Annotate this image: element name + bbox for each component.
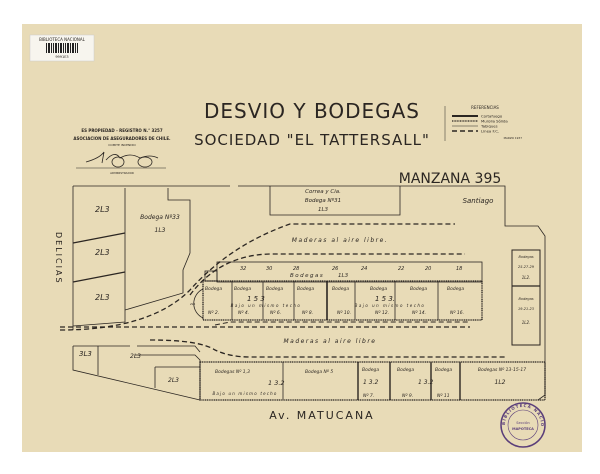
svg-text:REFERENCIAS: REFERENCIAS <box>471 105 499 110</box>
svg-text:1 5 3.: 1 5 3. <box>375 295 395 303</box>
svg-text:Nº 16.: Nº 16. <box>450 310 464 316</box>
svg-text:BIBLIOTECA NACIONAL: BIBLIOTECA NACIONAL <box>39 37 86 42</box>
svg-text:30: 30 <box>266 266 272 272</box>
svg-text:Maderas al aire libre: Maderas al aire libre <box>284 338 377 345</box>
svg-text:1L3: 1L3 <box>318 207 329 213</box>
upper-row-numbers: 32 30 28 26 24 22 20 18 <box>240 266 462 272</box>
svg-text:Nº 4.: Nº 4. <box>238 310 249 316</box>
svg-text:Bodega: Bodega <box>266 286 283 292</box>
svg-text:Nº 6.: Nº 6. <box>270 310 281 316</box>
svg-text:1 5 3: 1 5 3 <box>247 295 265 303</box>
svg-text:Bajo un mismo techo: Bajo un mismo techo <box>231 303 302 308</box>
svg-text:Bodega: Bodega <box>234 286 251 292</box>
bodega-cell-numbers: Nº 2. Nº 4. Nº 6. Nº 8. Nº 10. Nº 12. Nº… <box>208 310 464 316</box>
paper <box>22 24 582 452</box>
plan-labels: 2L3 2L3 2L3 Bodega Nº33 1L3 Correa y Cia… <box>79 189 535 399</box>
svg-text:Bajo un mismo techo: Bajo un mismo techo <box>355 303 426 308</box>
svg-text:25-27-29: 25-27-29 <box>518 265 535 269</box>
svg-text:Bodega Nº31: Bodega Nº31 <box>305 197 341 204</box>
svg-text:1L2: 1L2 <box>495 379 506 386</box>
svg-text:2L3: 2L3 <box>95 293 110 302</box>
svg-text:Bodega: Bodega <box>397 367 414 373</box>
svg-text:MAPOTECA: MAPOTECA <box>512 427 534 431</box>
svg-text:2L3: 2L3 <box>95 248 110 257</box>
svg-text:28: 28 <box>293 266 299 272</box>
svg-text:Bodega: Bodega <box>297 286 314 292</box>
svg-text:Nº 14.: Nº 14. <box>412 310 426 316</box>
svg-text:2L1: 2L1 <box>190 302 196 306</box>
svg-text:9991E3: 9991E3 <box>55 55 68 59</box>
svg-text:1 3.2: 1 3.2 <box>363 379 378 386</box>
svg-text:Bodega: Bodega <box>447 286 464 292</box>
svg-text:1L2.: 1L2. <box>522 320 531 325</box>
svg-text:1 3.2: 1 3.2 <box>418 379 433 386</box>
svg-text:Bodegas: Bodegas <box>290 273 324 279</box>
svg-text:Bodega: Bodega <box>435 367 452 373</box>
svg-text:Tabiques: Tabiques <box>480 124 498 129</box>
svg-text:Bodegas: Bodegas <box>518 255 533 259</box>
svg-text:Maderas al aire libre.: Maderas al aire libre. <box>292 237 388 244</box>
svg-text:ES PROPIEDAD - REGISTRO N.° 32: ES PROPIEDAD - REGISTRO N.° 3257 <box>81 128 162 133</box>
svg-text:1 3.2: 1 3.2 <box>268 379 285 387</box>
catalog-label: BIBLIOTECA NACIONAL 9991E3 <box>29 34 95 62</box>
svg-text:Nº 2.: Nº 2. <box>208 310 219 316</box>
svg-text:Bodega: Bodega <box>410 286 427 292</box>
svg-text:Bodega: Bodega <box>362 367 379 373</box>
svg-text:Correa y Cia.: Correa y Cia. <box>305 189 341 195</box>
small-unit <box>193 288 204 319</box>
correo-building <box>269 186 401 216</box>
svg-text:18: 18 <box>456 266 462 272</box>
svg-text:26: 26 <box>332 266 338 272</box>
svg-text:1L2.: 1L2. <box>522 275 531 280</box>
svg-text:ASOCIACION DE ASEGURADORES DE: ASOCIACION DE ASEGURADORES DE CHILE. <box>73 136 171 141</box>
street-matucana: Av. MATUCANA <box>269 409 374 422</box>
svg-text:Bodegas: Bodegas <box>518 297 533 301</box>
barcode <box>46 43 78 53</box>
svg-text:20: 20 <box>425 266 431 272</box>
street-delicias: DELICIAS <box>54 232 63 285</box>
signature <box>85 151 159 168</box>
svg-text:Nº 7.: Nº 7. <box>363 393 374 399</box>
city-name: Santiago <box>463 197 494 205</box>
svg-text:Sección: Sección <box>516 421 530 425</box>
svg-text:Nº 10.: Nº 10. <box>337 310 351 316</box>
svg-text:ADMINISTRADOR: ADMINISTRADOR <box>110 171 134 175</box>
legend: REFERENCIAS Cortafuego Murolla Sólida Ta… <box>444 105 523 141</box>
site-plan <box>59 185 546 401</box>
svg-text:Bodega: Bodega <box>370 286 387 292</box>
svg-text:Bodegas Nº 13-15-17: Bodegas Nº 13-15-17 <box>478 367 526 373</box>
svg-text:32: 32 <box>240 266 246 272</box>
svg-text:Bodega Nº 5: Bodega Nº 5 <box>305 369 333 375</box>
svg-text:Bodega: Bodega <box>205 286 222 292</box>
svg-text:2L3: 2L3 <box>95 205 110 214</box>
svg-text:19-21-23: 19-21-23 <box>518 307 534 311</box>
svg-text:24: 24 <box>361 266 367 272</box>
svg-text:1L3: 1L3 <box>338 273 349 279</box>
svg-text:Bodega Nº33: Bodega Nº33 <box>140 214 180 221</box>
svg-text:3L3: 3L3 <box>79 350 92 358</box>
svg-text:2L3: 2L3 <box>130 353 141 360</box>
svg-text:Linea F.C.: Linea F.C. <box>481 129 499 134</box>
svg-text:2L3: 2L3 <box>168 377 179 384</box>
map-subtitle: SOCIEDAD "EL TATTERSALL" <box>194 131 430 149</box>
svg-text:Nº 11: Nº 11 <box>437 393 450 399</box>
svg-text:COMITE INCENDIO: COMITE INCENDIO <box>108 143 136 147</box>
block-number: MANZANA 395 <box>399 171 502 187</box>
svg-text:Nº 9.: Nº 9. <box>402 393 413 399</box>
svg-text:Murolla Sólida: Murolla Sólida <box>481 119 508 124</box>
map-title: DESVIO Y BODEGAS <box>204 99 420 123</box>
svg-text:Cortafuego: Cortafuego <box>481 114 503 119</box>
svg-text:Nº 8.: Nº 8. <box>302 310 313 316</box>
registry-block: ES PROPIEDAD - REGISTRO N.° 3257 ASOCIAC… <box>73 128 171 175</box>
svg-text:22: 22 <box>398 266 404 272</box>
svg-text:Nº 12.: Nº 12. <box>375 310 389 316</box>
svg-text:MARZO 1937: MARZO 1937 <box>504 136 523 140</box>
svg-text:Bodega: Bodega <box>332 286 349 292</box>
svg-text:Bodegas Nº 1,3: Bodegas Nº 1,3 <box>215 369 250 375</box>
bodega-cell-labels: Bodega Bodega Bodega Bodega Bodega Bodeg… <box>205 286 464 292</box>
svg-text:Bajo un mismo techo: Bajo un mismo techo <box>212 391 277 396</box>
svg-text:1L3: 1L3 <box>155 227 166 234</box>
